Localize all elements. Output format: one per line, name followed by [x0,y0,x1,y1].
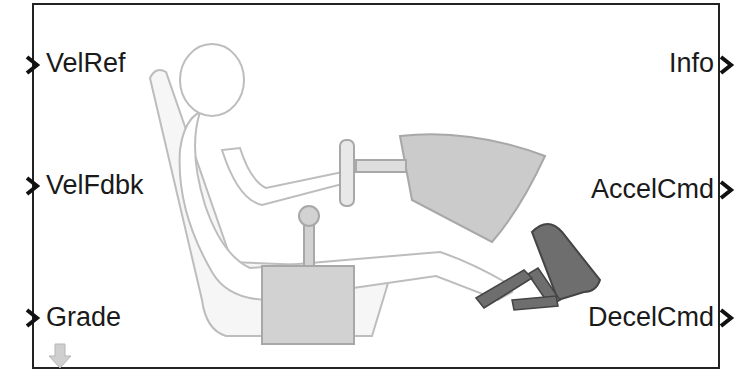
port-name: Info [669,50,714,77]
port-name: VelFdbk [46,172,144,199]
block-border [33,4,719,368]
port-name: DecelCmd [588,304,714,331]
output-port [721,310,731,326]
driver-head [180,44,244,116]
port-name: VelRef [46,50,126,77]
port-name: AccelCmd [591,176,714,203]
dashboard [400,134,545,242]
input-port [27,178,37,194]
output-port [721,182,731,198]
input-port [27,310,37,326]
port-name: Grade [46,304,121,331]
output-port [721,57,731,73]
brake-pedal [512,296,558,310]
arrow-icon [49,344,71,368]
gear-knob [299,206,319,226]
input-port [27,57,37,73]
gear-stick [304,222,314,266]
steering-column [356,160,406,172]
gear-box [262,266,354,344]
driver-arm [222,148,352,205]
steering-wheel [340,140,354,206]
